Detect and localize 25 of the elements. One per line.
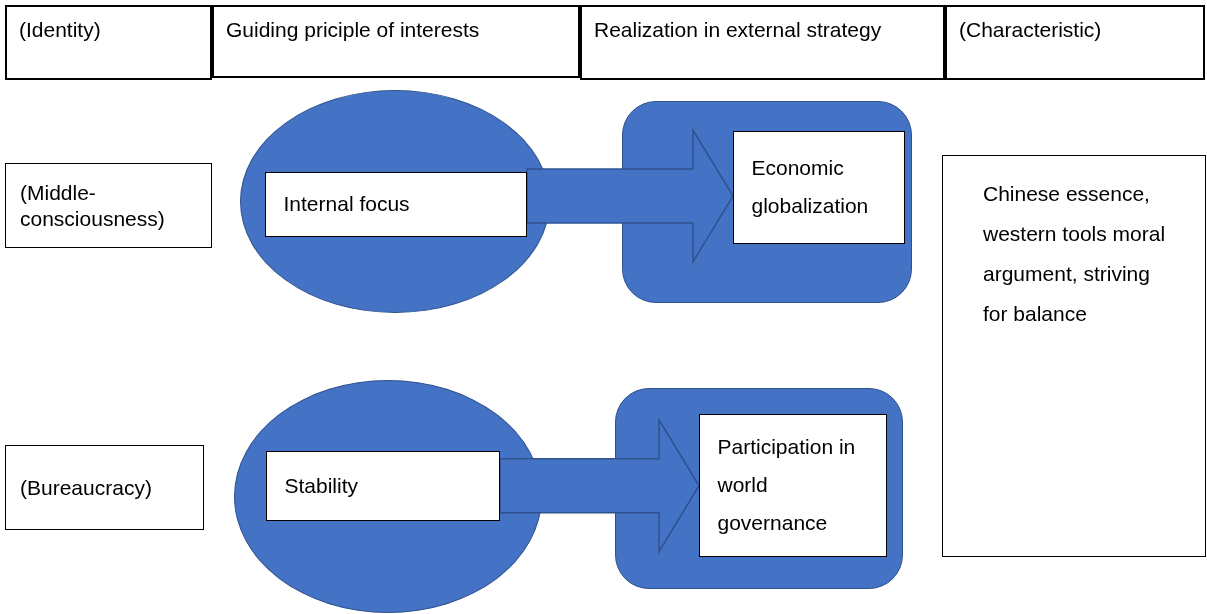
node-text: (Identity) bbox=[19, 17, 101, 43]
label-box bbox=[5, 163, 212, 248]
block-arrow bbox=[526, 127, 734, 265]
node-text: (Middle- consciousness) bbox=[20, 179, 166, 232]
header-cell bbox=[212, 5, 580, 78]
header-cell bbox=[5, 5, 212, 80]
header-cell bbox=[945, 5, 1205, 80]
node-text: Realization in external strategy bbox=[594, 17, 882, 43]
text-box bbox=[942, 155, 1206, 557]
text-box bbox=[265, 450, 500, 521]
text-box bbox=[732, 130, 905, 244]
node-text: (Characteristic) bbox=[959, 17, 1102, 43]
node-text: Stability bbox=[284, 472, 359, 499]
node-text: (Bureaucracy) bbox=[20, 474, 152, 501]
rounded-panel bbox=[615, 388, 903, 589]
node-text: Economic globalization bbox=[751, 155, 870, 219]
node-text: Guiding priciple of interests bbox=[226, 17, 480, 43]
text-box bbox=[264, 171, 527, 237]
node-text: Internal focus bbox=[283, 191, 410, 217]
node-text: Chinese essence, western tools moral argument, striving for balance bbox=[983, 181, 1167, 327]
node-text: Participation in world governance bbox=[717, 434, 857, 536]
text-box bbox=[698, 413, 887, 557]
header-cell bbox=[580, 5, 945, 80]
label-box bbox=[5, 445, 204, 530]
block-arrow bbox=[499, 417, 700, 555]
